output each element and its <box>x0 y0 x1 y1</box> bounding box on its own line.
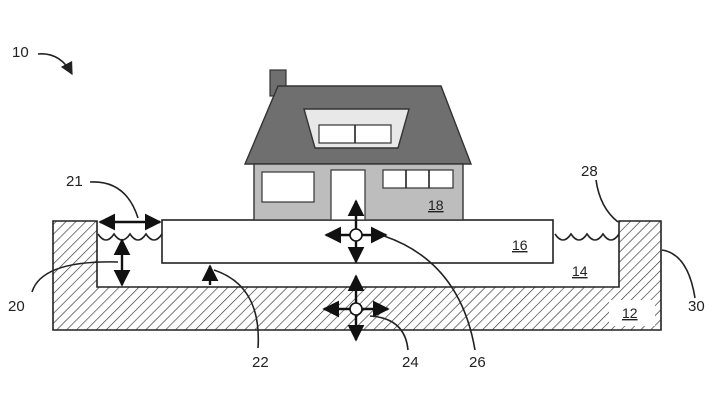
ref-label-30: 30 <box>688 298 705 315</box>
leader-21 <box>89 181 139 219</box>
crosshair-foundation <box>322 274 390 342</box>
crosshair-foundation-center <box>349 302 363 316</box>
ref-label-21: 21 <box>66 173 83 190</box>
window-right <box>382 169 454 189</box>
door <box>330 169 366 221</box>
leader-20 <box>31 261 119 293</box>
ref-label-28: 28 <box>581 163 598 180</box>
leader-22 <box>213 269 260 349</box>
water-wave-left <box>97 232 163 241</box>
basin-foundation <box>52 220 662 331</box>
leader-28 <box>595 179 619 223</box>
water-wave-right <box>554 232 620 241</box>
part-label-18: 18 <box>428 197 444 213</box>
window-left <box>261 171 315 203</box>
ref-label-26: 26 <box>469 354 486 371</box>
leader-26 <box>383 235 476 351</box>
part-label-14: 14 <box>572 263 588 279</box>
crosshair-platform-center <box>349 228 363 242</box>
leader-10 <box>37 53 73 76</box>
ref-label-22: 22 <box>252 354 269 371</box>
ref-label-10: 10 <box>12 44 29 61</box>
part-label-12: 12 <box>622 305 638 321</box>
ref-label-24: 24 <box>402 354 419 371</box>
leader-24 <box>369 315 409 351</box>
label-box-12 <box>609 300 655 326</box>
crosshair-platform <box>324 199 388 264</box>
ref-label-20: 20 <box>8 298 25 315</box>
leader-30 <box>661 249 696 299</box>
part-label-16: 16 <box>512 237 528 253</box>
